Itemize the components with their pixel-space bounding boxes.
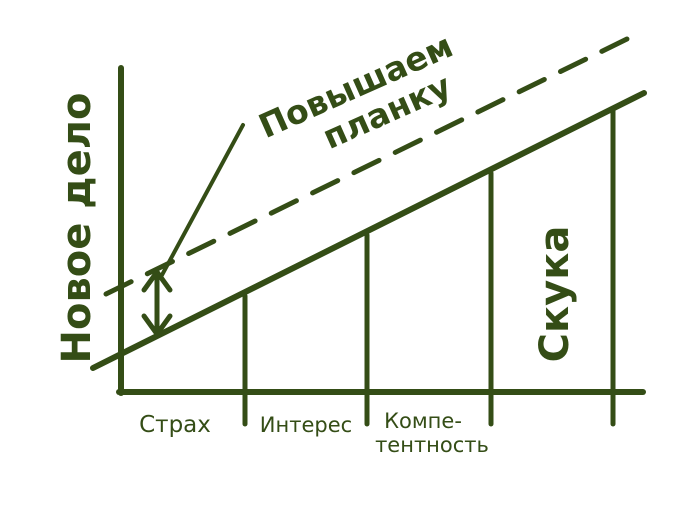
callout-pointer-line (160, 123, 245, 277)
raised-bar-dashed-line (103, 35, 632, 297)
segment-label-fear: Страх (139, 412, 211, 438)
segment-label-competence-line1: Компе- (384, 409, 462, 433)
segment-label-competence-line2: тентность (375, 433, 489, 457)
callout-text-group: Повышаем планку (253, 26, 459, 157)
segment-label-boredom: Скука (532, 226, 578, 363)
segment-label-interest: Интерес (260, 413, 352, 437)
arrow-head-up-icon (141, 269, 173, 293)
skill-rise-line (90, 90, 647, 371)
arrow-head-down-icon (141, 313, 173, 337)
y-axis-title: Новое дело (54, 92, 100, 363)
